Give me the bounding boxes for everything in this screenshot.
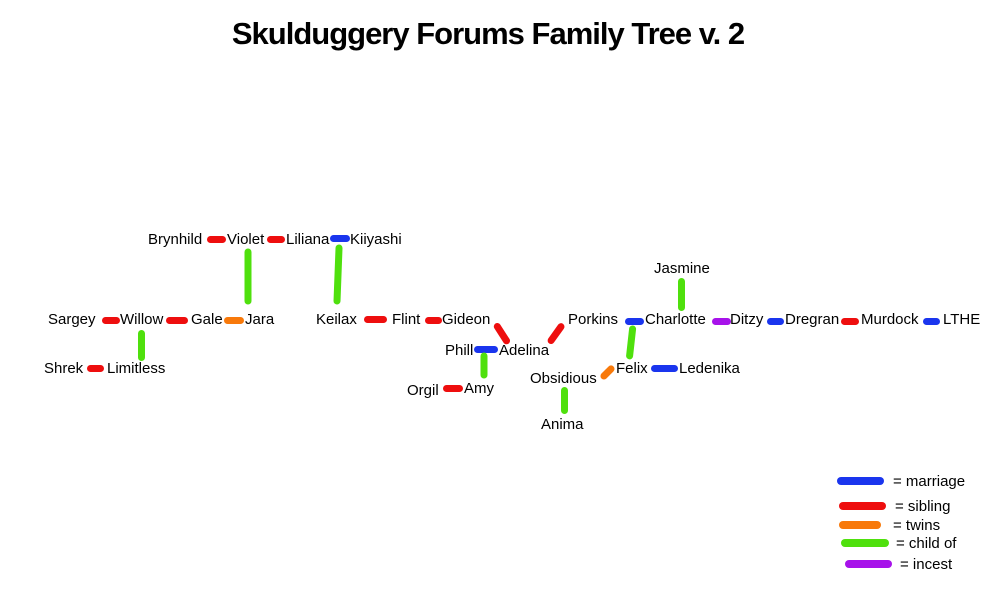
incest-connector [711,317,731,325]
person-label-porkins: Porkins [568,311,619,328]
legend-label-sibling: = sibling [895,498,951,515]
legend-line-twins [839,521,881,529]
page-title: Skulduggery Forums Family Tree v. 2 [231,16,745,51]
person-label-orgil: Orgil [407,382,439,399]
sibling-connector [363,315,387,323]
sibling-connector [424,316,442,324]
person-label-phill: Phill [445,342,474,359]
legend-line-incest [845,560,892,568]
sibling-connector [206,235,226,243]
childof-connector [333,244,343,305]
childof-connector [480,352,488,379]
person-label-obsidious: Obsidious [530,370,597,387]
legend-label-childof: = child of [896,535,957,552]
person-label-charlotte: Charlotte [645,311,706,328]
person-label-flint: Flint [392,311,421,328]
marriage-connector [473,345,498,353]
person-label-jara: Jara [245,311,275,328]
marriage-connector [650,364,678,372]
person-label-lthe: LTHE [943,311,981,328]
person-label-kiiyashi: Kiiyashi [350,231,402,248]
person-label-shrek: Shrek [44,360,84,377]
marriage-connector [624,317,644,325]
legend-label-incest: = incest [900,556,953,573]
person-label-gideon: Gideon [442,311,491,328]
legend-label-twins: = twins [893,517,941,534]
marriage-connector [922,317,940,325]
person-label-felix: Felix [616,360,648,377]
sibling-connector [86,364,104,372]
legend-line-sibling [839,502,886,510]
person-label-keilax: Keilax [316,311,357,328]
sibling-connector [546,321,566,345]
sibling-connector [101,316,120,324]
person-label-murdock: Murdock [861,311,919,328]
childof-connector [626,325,637,360]
person-label-ledenika: Ledenika [679,360,740,377]
sibling-connector [266,235,285,243]
person-label-sargey: Sargey [48,311,96,328]
sibling-connector [442,384,463,392]
legend-label-marriage: = marriage [893,473,966,490]
person-label-liliana: Liliana [286,231,330,248]
childof-connector [137,329,145,361]
person-label-dregran: Dregran [785,311,840,328]
legend-line-childof [841,539,889,547]
marriage-connector [766,317,784,325]
childof-connector [244,248,252,305]
childof-connector [560,386,568,414]
person-label-ditzy: Ditzy [730,311,764,328]
person-label-amy: Amy [464,380,494,397]
person-label-violet: Violet [227,231,265,248]
person-label-anima: Anima [541,416,584,433]
legend-line-marriage [837,477,884,485]
childof-connector [677,277,685,311]
sibling-connector [165,316,188,324]
person-label-jasmine: Jasmine [654,260,710,277]
twins-connector [223,316,244,324]
person-label-adelina: Adelina [499,342,550,359]
person-label-brynhild: Brynhild [148,231,203,248]
person-label-limitless: Limitless [107,360,166,377]
twins-connector [599,364,616,381]
marriage-connector [329,234,350,242]
person-label-willow: Willow [120,311,164,328]
person-label-gale: Gale [191,311,223,328]
sibling-connector [840,317,859,325]
